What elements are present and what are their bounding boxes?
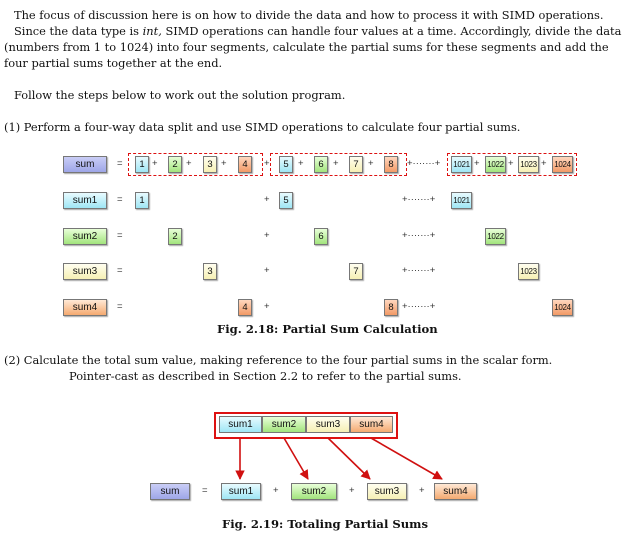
intro-line-4: four partial sums together at the end. xyxy=(4,56,223,70)
equals-sign: = xyxy=(117,301,123,312)
dashed-group-last xyxy=(447,153,577,176)
num-box: 8 xyxy=(384,156,398,173)
total-sum: sum xyxy=(150,483,190,500)
num-box: 6 xyxy=(314,156,328,173)
intro-text: Since the data type is xyxy=(14,24,143,38)
plus-sign: + xyxy=(186,158,192,169)
num-box: 1023 xyxy=(518,263,539,280)
plus-sign: + xyxy=(264,194,270,205)
step-2-note: Pointer-cast as described in Section 2.2… xyxy=(69,369,462,383)
dashed-group-2 xyxy=(270,153,407,176)
num-box: 8 xyxy=(384,299,398,316)
plus-sign: + xyxy=(349,485,355,496)
follow-steps: Follow the steps below to work out the s… xyxy=(14,88,346,102)
num-box: 2 xyxy=(168,156,182,173)
num-box: 6 xyxy=(314,228,328,245)
plus-sign: + xyxy=(368,158,374,169)
intro-line-1: The focus of discussion here is on how t… xyxy=(14,8,604,22)
plus-sign: + xyxy=(474,158,480,169)
dots-sign: +·······+ xyxy=(407,158,441,169)
num-box: 4 xyxy=(238,299,252,316)
num-box: 1023 xyxy=(518,156,539,173)
num-box: 7 xyxy=(349,156,363,173)
equals-sign: = xyxy=(117,158,123,169)
scalar-sum2: sum2 xyxy=(291,483,337,500)
dots-sign: +·······+ xyxy=(402,230,436,241)
label-sum4: sum4 xyxy=(63,299,107,316)
equals-sign: = xyxy=(117,230,123,241)
scalar-sum1: sum1 xyxy=(221,483,261,500)
plus-sign: + xyxy=(264,265,270,276)
num-box: 1021 xyxy=(451,192,472,209)
vector-sum1: sum1 xyxy=(219,416,262,433)
plus-sign: + xyxy=(541,158,547,169)
plus-sign: + xyxy=(273,485,279,496)
scalar-sum4: sum4 xyxy=(434,483,477,500)
intro-line-2: Since the data type is int, SIMD operati… xyxy=(14,24,621,40)
dots-sign: +·······+ xyxy=(402,301,436,312)
vector-sum4: sum4 xyxy=(350,416,393,433)
label-sum2: sum2 xyxy=(63,228,107,245)
intro-text: SIMD operations can handle four values a… xyxy=(161,24,622,38)
num-box: 3 xyxy=(203,263,217,280)
num-box: 1024 xyxy=(552,156,573,173)
plus-sign: + xyxy=(419,485,425,496)
figure-caption: Fig. 2.18: Partial Sum Calculation xyxy=(217,322,438,336)
plus-sign: + xyxy=(298,158,304,169)
num-box: 1021 xyxy=(451,156,472,173)
arrow xyxy=(327,437,371,480)
step-1: (1) Perform a four-way data split and us… xyxy=(4,120,521,134)
arrow xyxy=(283,437,309,480)
equals-sign: = xyxy=(117,265,123,276)
dashed-group-1 xyxy=(128,153,263,176)
label-sum: sum xyxy=(63,156,107,173)
plus-sign: + xyxy=(221,158,227,169)
num-box: 1022 xyxy=(485,156,506,173)
plus-sign: + xyxy=(264,230,270,241)
num-box: 7 xyxy=(349,263,363,280)
num-box: 5 xyxy=(279,192,293,209)
dots-sign: +·······+ xyxy=(402,194,436,205)
equals-sign: = xyxy=(117,194,123,205)
plus-sign: + xyxy=(264,158,270,169)
num-box: 4 xyxy=(238,156,252,173)
step-2: (2) Calculate the total sum value, makin… xyxy=(4,353,553,367)
num-box: 5 xyxy=(279,156,293,173)
plus-sign: + xyxy=(264,301,270,312)
dots-sign: +·······+ xyxy=(402,265,436,276)
label-sum1: sum1 xyxy=(63,192,107,209)
intro-line-3: (numbers from 1 to 1024) into four segme… xyxy=(4,40,609,54)
vector-frame xyxy=(214,412,398,439)
arrow xyxy=(370,437,443,480)
figure-caption: Fig. 2.19: Totaling Partial Sums xyxy=(222,517,428,531)
num-box: 1022 xyxy=(485,228,506,245)
intro-emphasis: int, xyxy=(142,24,162,38)
num-box: 3 xyxy=(203,156,217,173)
plus-sign: + xyxy=(333,158,339,169)
plus-sign: + xyxy=(508,158,514,169)
vector-sum2: sum2 xyxy=(262,416,306,433)
equals-sign: = xyxy=(202,485,208,496)
num-box: 1 xyxy=(135,156,149,173)
vector-sum3: sum3 xyxy=(306,416,350,433)
num-box: 2 xyxy=(168,228,182,245)
plus-sign: + xyxy=(152,158,158,169)
label-sum3: sum3 xyxy=(63,263,107,280)
num-box: 1024 xyxy=(552,299,573,316)
num-box: 1 xyxy=(135,192,149,209)
scalar-sum3: sum3 xyxy=(367,483,407,500)
